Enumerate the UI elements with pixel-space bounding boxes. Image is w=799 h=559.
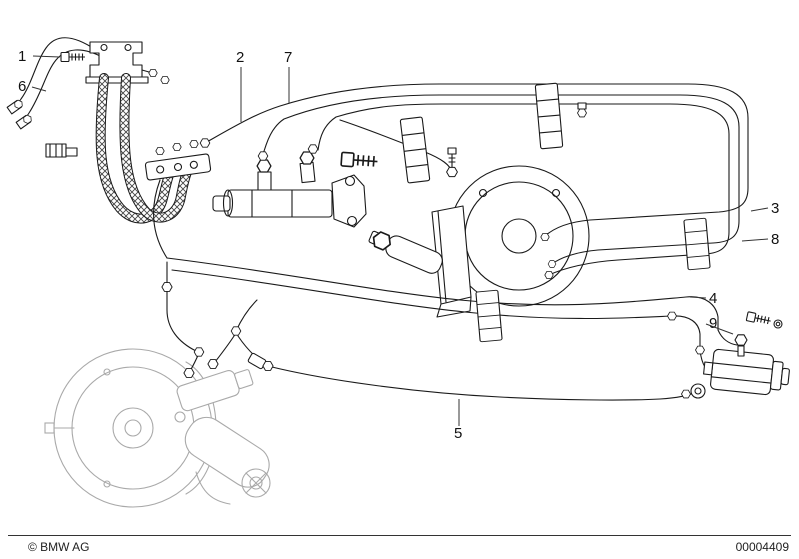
brake-pipe	[339, 119, 453, 173]
mounting-flange	[331, 174, 367, 228]
port-fitting	[207, 359, 219, 369]
pipe-union	[547, 260, 557, 268]
distribution-manifold	[144, 153, 212, 181]
callout-6-label[interactable]: 6	[18, 78, 26, 95]
pipe-union	[199, 138, 211, 148]
callout-9-label[interactable]: 9	[709, 315, 717, 332]
brake-pipe	[166, 261, 197, 352]
brake-pipe	[22, 49, 105, 123]
brake-booster-ghost	[44, 348, 271, 508]
callout-8-label[interactable]: 8	[771, 231, 779, 248]
callout-3-label[interactable]: 3	[771, 200, 779, 217]
callout-4-label[interactable]: 4	[709, 290, 717, 307]
brake-pipe-8	[261, 94, 740, 265]
pipe-clip-3	[683, 217, 711, 271]
callout-8-leader	[741, 238, 769, 242]
union-fitting	[189, 139, 199, 149]
fittings	[161, 102, 783, 399]
callout-1-label[interactable]: 1	[18, 48, 26, 65]
copyright-text: © BMW AG	[28, 540, 90, 554]
bleed-bolt	[447, 147, 457, 169]
brake-pipe	[14, 37, 97, 109]
slave-cylinder	[368, 229, 443, 274]
pipe-union	[307, 144, 319, 154]
mounting-bracket	[89, 41, 143, 78]
brake-pipe	[717, 329, 738, 346]
callout-9-leader	[705, 323, 734, 335]
pipe-clip-small	[45, 143, 78, 158]
nut	[160, 75, 170, 85]
outlet-port	[299, 161, 316, 184]
pipe-union	[540, 232, 550, 242]
pipe-end-fitting	[6, 98, 25, 115]
brake-pipe	[152, 179, 168, 259]
pipe-clip-4	[475, 289, 503, 343]
pipe-end-fitting	[15, 113, 34, 130]
banjo-bolt	[745, 311, 773, 327]
callout-2-label[interactable]: 2	[236, 49, 244, 66]
brake-pipe	[317, 103, 730, 276]
callout-1-leader	[32, 55, 61, 58]
reservoir-cap-ghost	[241, 468, 271, 498]
callouts: 1 6 2 7 3 8 4 9 5	[18, 48, 779, 442]
banjo-fitting	[681, 383, 706, 399]
bracket-screw	[60, 51, 86, 63]
pipe-union	[230, 326, 242, 336]
nut	[148, 68, 158, 78]
callout-3-leader	[750, 207, 769, 212]
brake-pipe-3	[204, 83, 749, 237]
union-fitting	[172, 142, 182, 152]
footer: © BMW AG 00004409	[8, 535, 791, 554]
banjo-stem	[737, 345, 745, 357]
flex-hoses	[95, 73, 192, 224]
callout-4-leader	[689, 296, 707, 299]
brake-pipe	[214, 332, 237, 363]
center-actuator-unit	[368, 165, 590, 318]
callout-7-label[interactable]: 7	[284, 49, 292, 66]
pipe-union	[262, 361, 274, 371]
pressure-regulator	[703, 334, 790, 396]
callout-6-leader	[31, 86, 47, 92]
pipe-union	[257, 151, 269, 161]
booster-master-cylinder-ghost	[176, 369, 254, 412]
pipe-clip-1	[399, 116, 431, 184]
nut	[577, 108, 587, 118]
pipe-union	[544, 270, 554, 280]
pipe-union	[695, 345, 705, 355]
fluid-reservoir-ghost	[184, 416, 270, 488]
hose-bracket-assembly	[6, 37, 212, 224]
pipe-clip-2	[534, 82, 564, 150]
clip-screw	[340, 151, 379, 170]
pipe-union	[161, 282, 173, 292]
pipe-union	[446, 166, 458, 178]
union-fitting	[155, 146, 165, 156]
port-fitting	[183, 368, 195, 378]
nut-washer	[577, 102, 587, 110]
master-brake-cylinder	[212, 151, 367, 228]
outlet-port	[257, 171, 272, 191]
pipe-union	[193, 347, 205, 357]
drawing-number: 00004409	[736, 540, 790, 554]
brake-pipe-5	[271, 366, 697, 401]
pipe-union	[667, 311, 677, 321]
banjo-bolt-head	[734, 334, 748, 346]
brake-pipe	[235, 299, 258, 332]
callout-5-label[interactable]: 5	[454, 425, 462, 442]
